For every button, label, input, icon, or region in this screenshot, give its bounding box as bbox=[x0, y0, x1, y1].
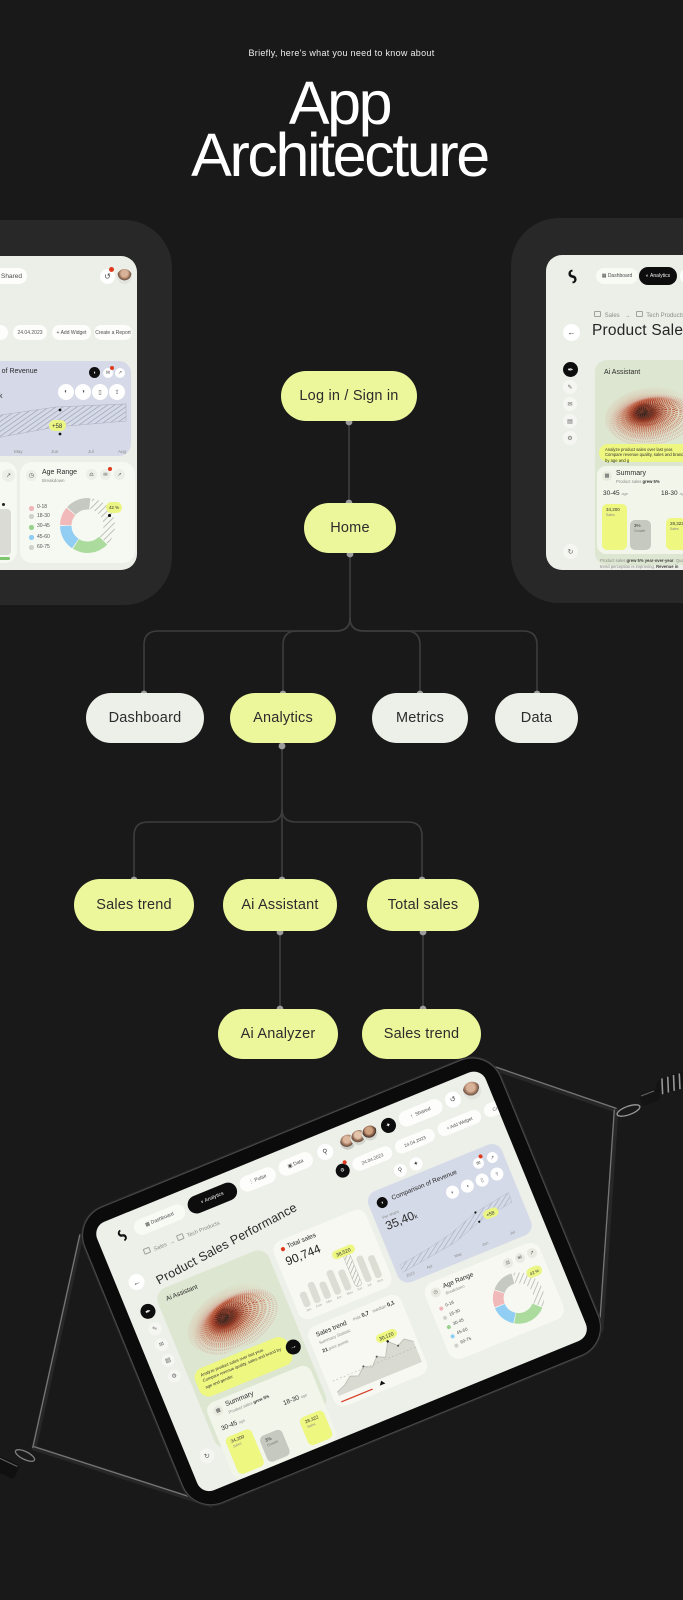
svg-text:Jul: Jul bbox=[366, 1282, 372, 1287]
svg-text:30,120: 30,120 bbox=[378, 1331, 395, 1342]
svg-text:Jun: Jun bbox=[356, 1286, 363, 1292]
svg-text:+58: +58 bbox=[52, 424, 63, 430]
svg-text:Mar: Mar bbox=[326, 1298, 334, 1304]
svg-text:May: May bbox=[346, 1290, 354, 1296]
svg-text:Aug: Aug bbox=[377, 1278, 384, 1284]
svg-text:Apr: Apr bbox=[336, 1294, 343, 1300]
svg-text:Jan: Jan bbox=[305, 1307, 312, 1313]
svg-text:+58: +58 bbox=[485, 1210, 495, 1219]
svg-text:Feb: Feb bbox=[316, 1303, 323, 1309]
svg-text:38,520: 38,520 bbox=[335, 1247, 352, 1258]
